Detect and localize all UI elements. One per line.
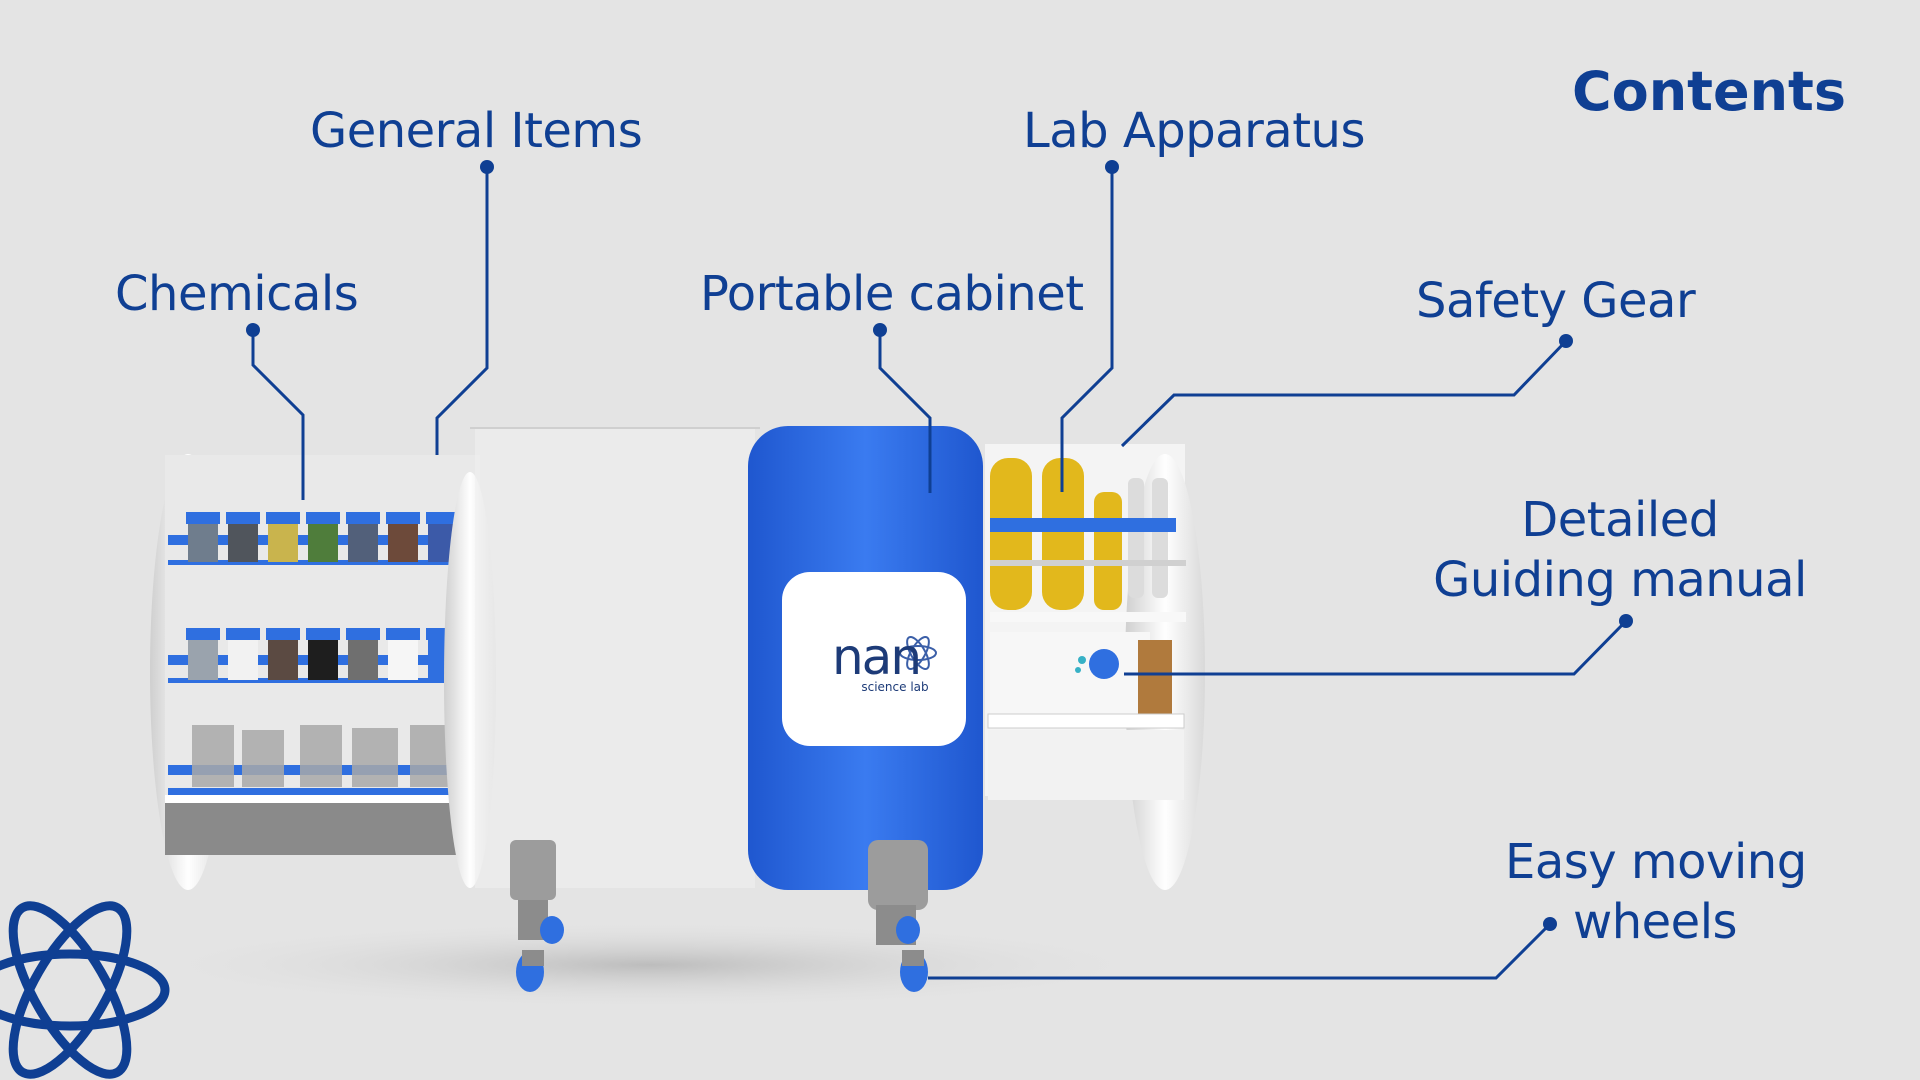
label-lab-apparatus: Lab Apparatus [1023,103,1365,159]
wheels-callout-line [928,922,1552,980]
right-module [985,444,1205,890]
label-wheels: Easy moving wheels [1505,832,1807,952]
lab-apparatus-callout-dot [1105,160,1119,174]
floor-shadow [130,920,1170,1010]
label-portable-cabinet: Portable cabinet [700,266,1084,322]
wheels-callout-dot [1543,917,1557,931]
lab-apparatus-items [990,458,1176,610]
page-title: Contents [1571,60,1846,123]
brand-name: nan [831,628,922,686]
logo-plate [782,572,966,746]
manual-callout-dot [1619,614,1633,628]
wheel-right [868,840,928,992]
chemical-jars-bottom [186,628,460,680]
label-wheels-line2: wheels [1572,894,1738,950]
wheel-left [510,840,564,992]
brand-subtitle: science lab [861,680,929,694]
label-safety-gear: Safety Gear [1416,273,1696,329]
portable-cabinet-callout-dot [873,323,887,337]
label-guiding-manual-line1: Detailed [1521,492,1719,548]
manual-callout-line [1124,619,1628,676]
label-chemicals: Chemicals [115,266,359,322]
general-items-callout-line [435,167,489,455]
label-guiding-manual-line2: Guiding manual [1433,552,1807,608]
atom-logo-icon [899,636,937,670]
left-module [150,454,496,890]
chemicals-callout-line [251,330,305,500]
safety-gear-callout-dot [1559,334,1573,348]
label-guiding-manual: Detailed Guiding manual [1430,490,1810,610]
portable-cabinet-callout-line [878,330,932,493]
label-general-items: General Items [310,103,643,159]
safety-gear-callout-line [1120,339,1568,448]
general-items-callout-dot [480,160,494,174]
label-wheels-line1: Easy moving [1505,834,1807,890]
brand-logo: nan science lab [786,576,966,746]
atom-corner-icon [0,901,170,1079]
blue-drum [748,426,983,890]
chemicals-callout-dot [246,323,260,337]
beakers [192,725,452,787]
middle-section [475,428,755,888]
lab-apparatus-callout-line [1060,167,1114,492]
manual-logo-icon [1075,649,1119,679]
